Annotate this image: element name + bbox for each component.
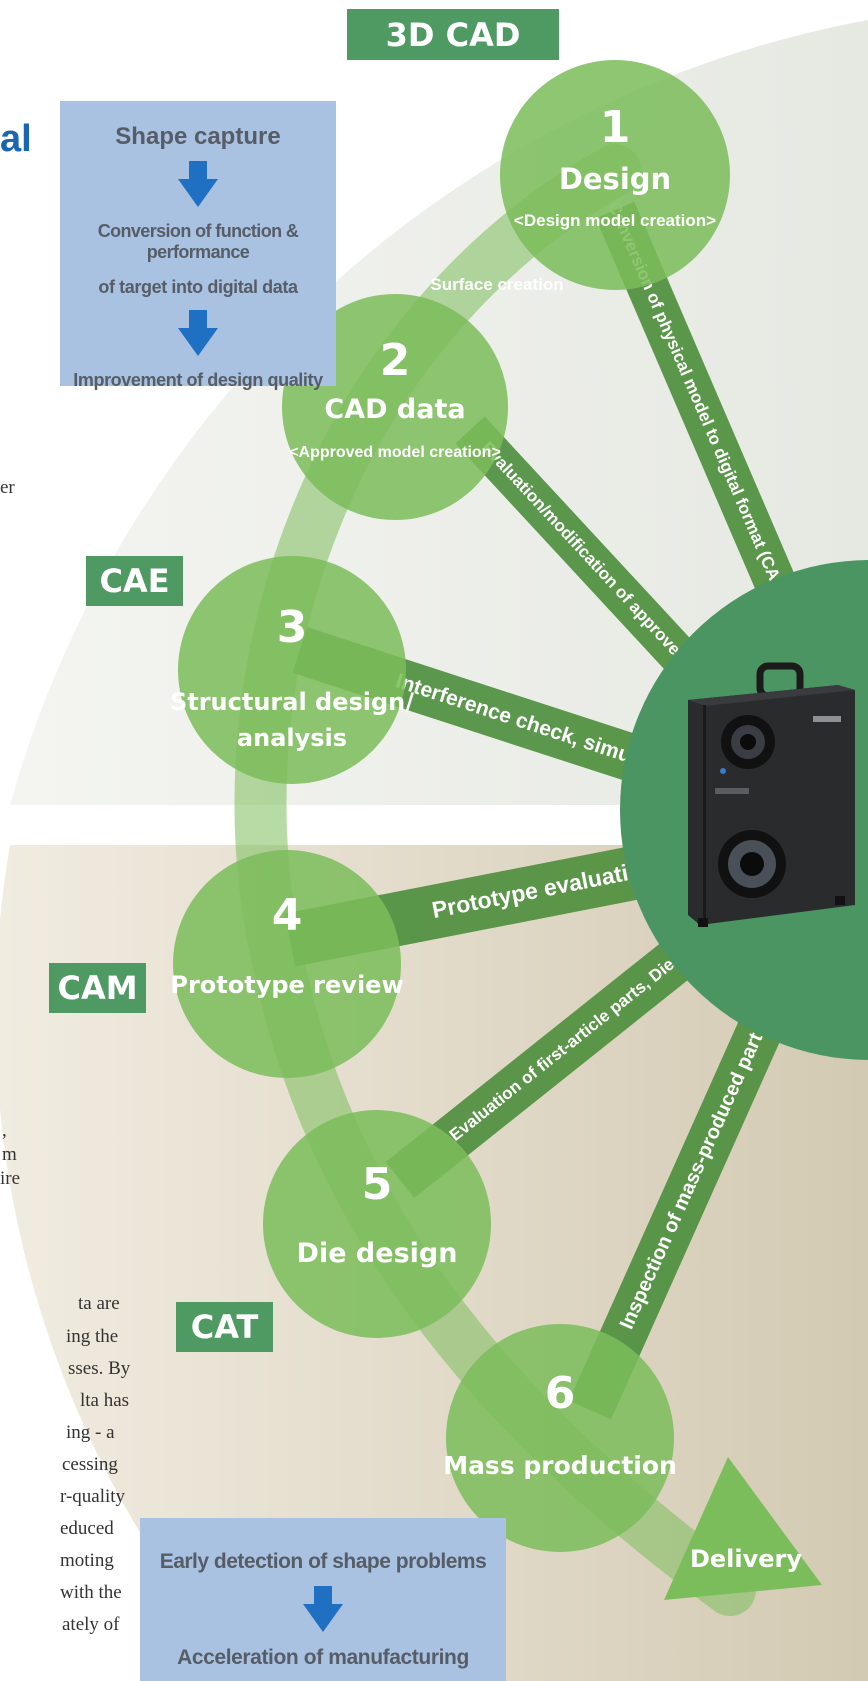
body-text-fragment: ately of xyxy=(62,1614,120,1635)
stage-title: Prototype review xyxy=(170,971,403,999)
stage-title: Die design xyxy=(297,1238,458,1269)
body-text-fragment: al xyxy=(0,118,32,160)
body-text-fragment: ing the xyxy=(66,1326,119,1347)
body-text-fragment: educed xyxy=(60,1518,114,1539)
delivery-label: Delivery xyxy=(690,1545,802,1573)
stage-title: Design xyxy=(559,162,671,196)
stage-title-2: analysis xyxy=(237,724,347,752)
stage-number: 6 xyxy=(545,1368,576,1419)
stage-title: Structural design/ xyxy=(170,688,414,716)
down-arrow-icon xyxy=(178,310,218,356)
early-detection-label: Early detection of shape problems xyxy=(159,1550,487,1573)
down-arrow-icon xyxy=(178,161,218,207)
body-text-fragment: moting xyxy=(60,1550,114,1571)
body-text-fragment: lta has xyxy=(80,1390,130,1411)
tag-3d-cad: 3D CAD xyxy=(347,9,559,60)
body-text-fragment: with the xyxy=(60,1582,122,1603)
shape-capture-label: Shape capture xyxy=(115,123,281,150)
tag-cam: CAM xyxy=(49,963,146,1013)
tag-cat: CAT xyxy=(176,1302,273,1352)
stage-title: CAD data xyxy=(324,394,465,425)
stage-number: 1 xyxy=(600,102,631,153)
body-text-fragment: , xyxy=(2,1120,7,1141)
stage-subtitle: <Approved model creation> xyxy=(289,444,501,461)
surface-creation-label: Surface creation xyxy=(430,275,563,294)
acceleration-label: Acceleration of manufacturing xyxy=(177,1646,469,1669)
conversion-label: Conversion of function & performance xyxy=(97,221,299,262)
body-text-fragment: r-quality xyxy=(60,1486,126,1507)
body-text-fragment: cessing xyxy=(62,1454,118,1475)
stage-number: 5 xyxy=(362,1159,393,1210)
body-text-fragment: ing - a xyxy=(66,1422,115,1443)
body-text-fragment: ta are xyxy=(78,1293,120,1314)
stage-number: 2 xyxy=(380,335,411,386)
early-detection-box: Early detection of shape problems Accele… xyxy=(140,1518,506,1681)
conversion-label-2: of target into digital data xyxy=(98,277,298,297)
delivery-triangle xyxy=(664,1457,822,1600)
body-text-fragment: ire xyxy=(0,1168,21,1189)
body-text-fragment: sses. By xyxy=(68,1358,131,1379)
stage-title: Mass production xyxy=(443,1451,677,1480)
shape-capture-box: Shape capture Conversion of function & p… xyxy=(60,101,336,390)
stage-number: 3 xyxy=(277,602,308,653)
stage-number: 4 xyxy=(272,890,303,941)
body-text-fragment: er xyxy=(0,477,15,498)
tag-cae: CAE xyxy=(86,556,183,606)
improvement-label: Improvement of design quality xyxy=(73,370,323,390)
scanner-device xyxy=(688,662,855,927)
body-text-fragment: m xyxy=(2,1144,17,1165)
stage-subtitle: <Design model creation> xyxy=(514,211,716,230)
down-arrow-icon xyxy=(303,1586,343,1632)
